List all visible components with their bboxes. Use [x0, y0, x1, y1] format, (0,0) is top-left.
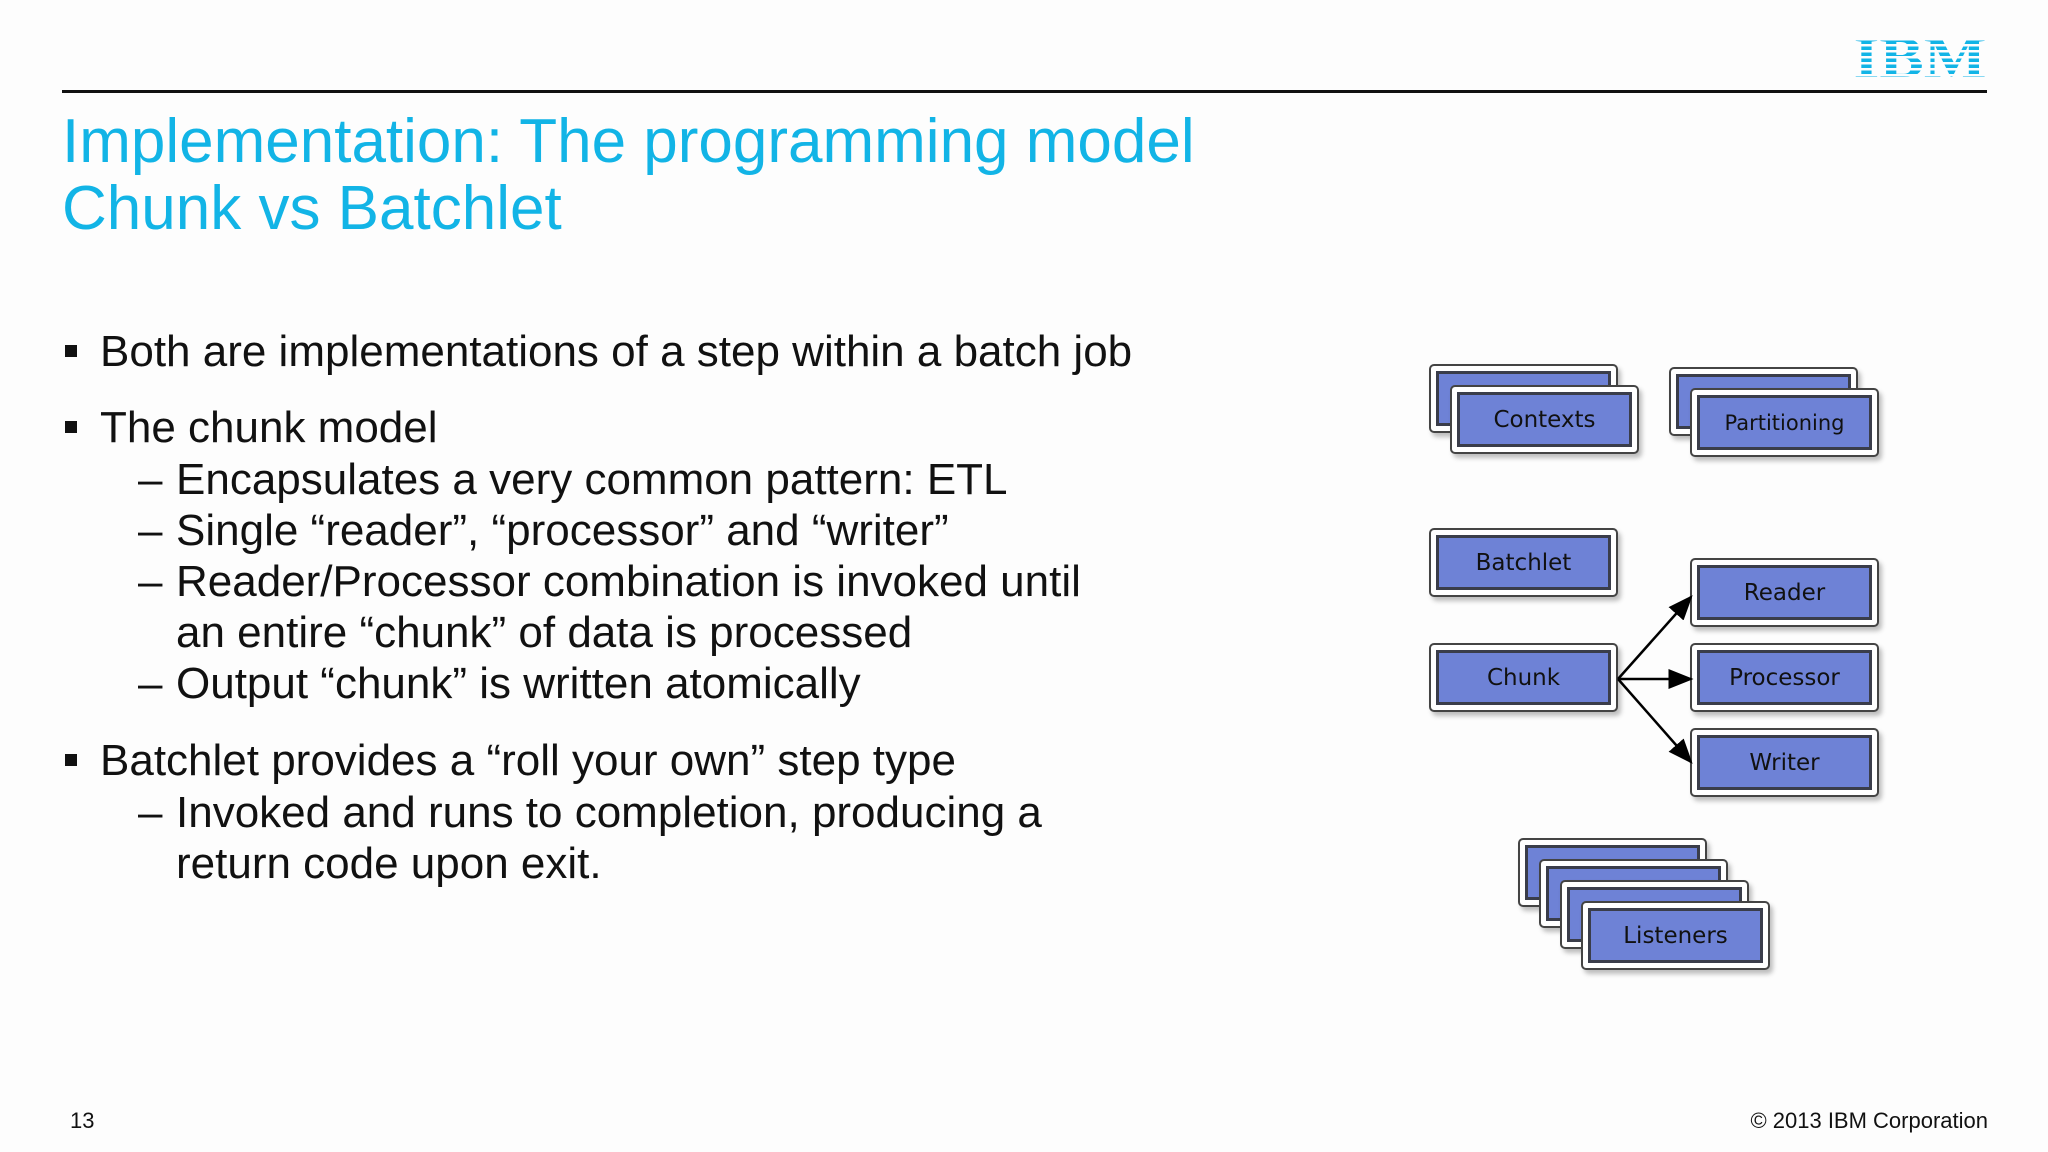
writer-box: Writer — [1690, 728, 1879, 797]
contexts-label: Contexts — [1457, 392, 1632, 447]
batchlet-label: Batchlet — [1436, 535, 1611, 590]
title-line-2: Chunk vs Batchlet — [62, 174, 562, 243]
chunk-label: Chunk — [1436, 650, 1611, 705]
sub-bullet: Invoked and runs to completion, producin… — [176, 788, 1042, 837]
partitioning-box: Partitioning — [1690, 388, 1879, 457]
bullet-marker — [65, 421, 77, 433]
reader-label: Reader — [1697, 565, 1872, 620]
batchlet-box: Batchlet — [1429, 528, 1618, 597]
contexts-box: Contexts — [1450, 385, 1639, 454]
bullet-marker — [65, 754, 77, 766]
title-line-1: Implementation: The programming model — [62, 107, 1195, 176]
ibm-logo: IBM — [1853, 34, 1988, 80]
sub-bullet: Reader/Processor combination is invoked … — [176, 557, 1081, 606]
header-rule — [62, 90, 1987, 93]
reader-box: Reader — [1690, 558, 1879, 627]
copyright: © 2013 IBM Corporation — [1750, 1108, 1988, 1133]
chunk-box: Chunk — [1429, 643, 1618, 712]
bullet-3: Batchlet provides a “roll your own” step… — [100, 736, 956, 785]
sub-dash: – — [138, 788, 163, 837]
listeners-label: Listeners — [1588, 908, 1763, 963]
processor-box: Processor — [1690, 643, 1879, 712]
sub-dash: – — [138, 659, 163, 708]
sub-dash: – — [138, 557, 163, 606]
writer-label: Writer — [1697, 735, 1872, 790]
sub-bullet-cont: return code upon exit. — [176, 839, 602, 888]
bullet-marker — [65, 345, 77, 357]
listeners-box: Listeners — [1581, 901, 1770, 970]
sub-bullet: Encapsulates a very common pattern: ETL — [176, 455, 1008, 504]
sub-bullet: Output “chunk” is written atomically — [176, 659, 861, 708]
bullet-1: Both are implementations of a step withi… — [100, 327, 1133, 376]
partitioning-label: Partitioning — [1697, 395, 1872, 450]
sub-dash: – — [138, 506, 163, 555]
sub-bullet-cont: an entire “chunk” of data is processed — [176, 608, 913, 657]
processor-label: Processor — [1697, 650, 1872, 705]
sub-bullet: Single “reader”, “processor” and “writer… — [176, 506, 949, 555]
bullet-2: The chunk model — [100, 403, 438, 452]
arrow-to-writer — [1617, 678, 1693, 764]
arrow-to-reader — [1617, 595, 1693, 680]
page-number: 13 — [70, 1108, 95, 1133]
sub-dash: – — [138, 455, 163, 504]
slide-title: Implementation: The programming model Ch… — [62, 108, 1195, 242]
